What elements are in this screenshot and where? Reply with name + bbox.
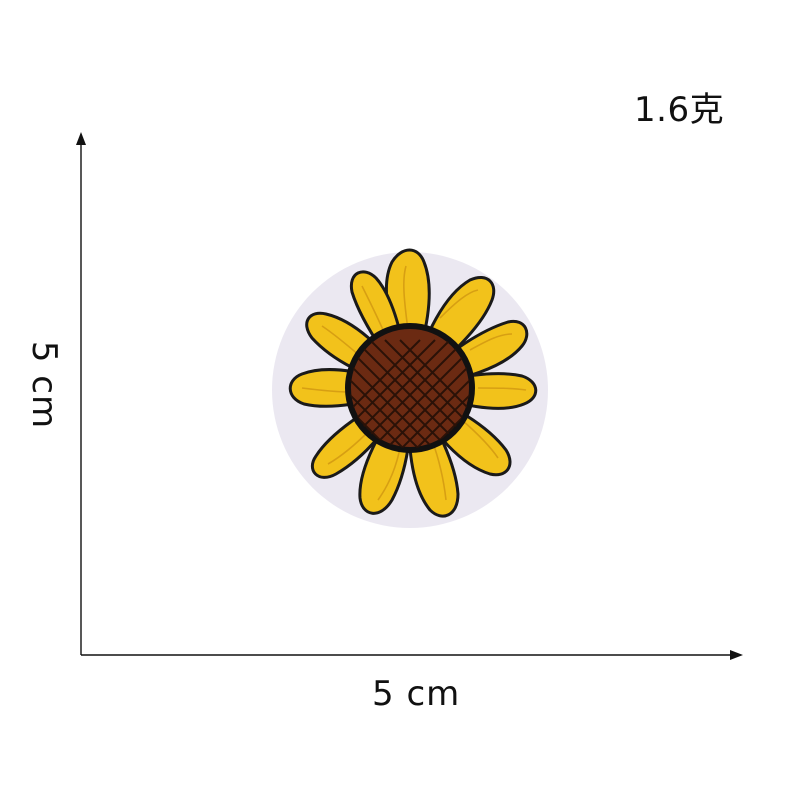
vertical-axis-arrow xyxy=(76,132,86,145)
weight-label: 1.6克 xyxy=(634,90,725,130)
flower-center xyxy=(345,323,475,453)
width-dimension-label: 5 cm xyxy=(372,674,461,714)
horizontal-axis-arrow xyxy=(730,650,743,660)
